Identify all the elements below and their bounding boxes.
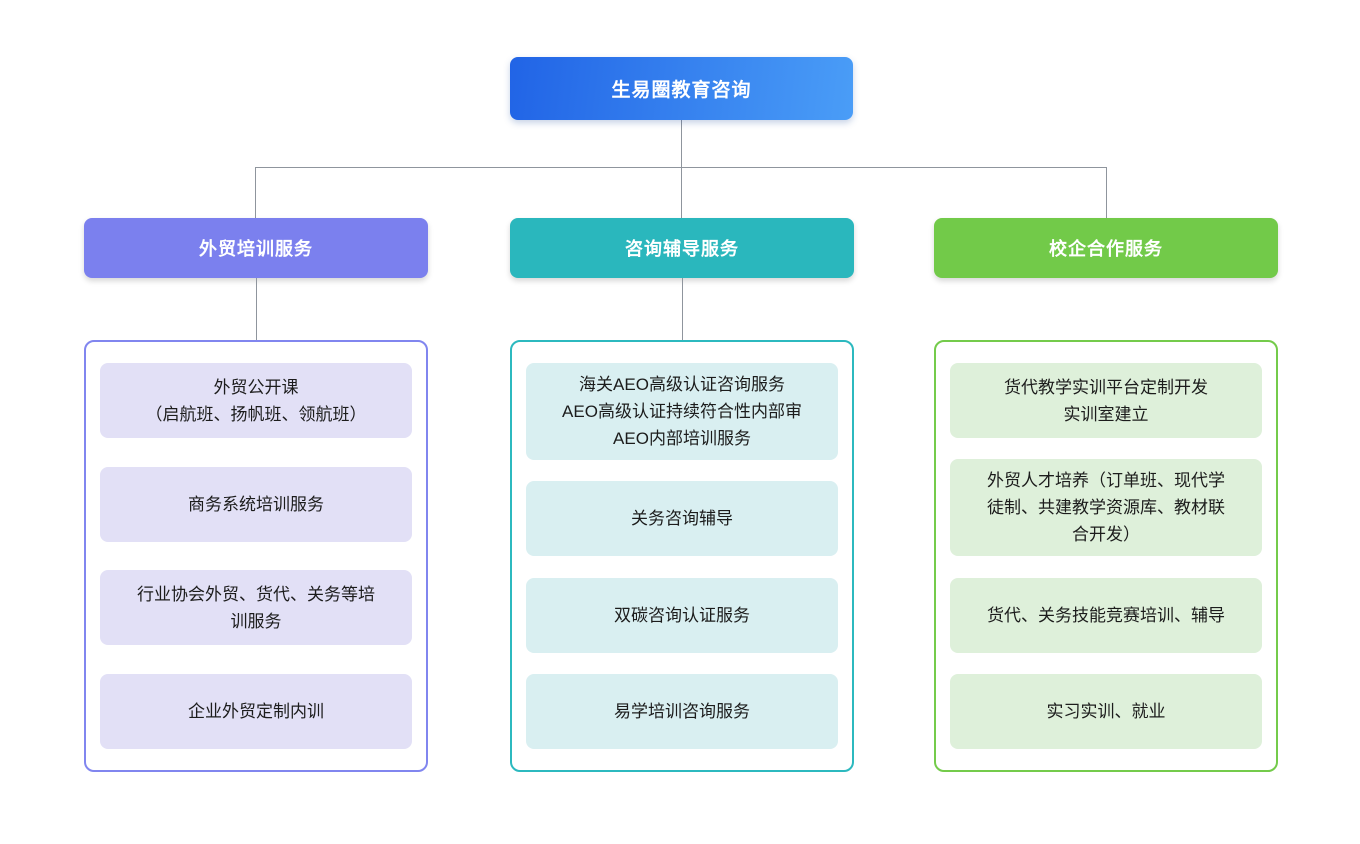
branch-header-label: 外贸培训服务 — [199, 239, 313, 259]
list-item: 外贸公开课 （启航班、扬帆班、领航班） — [100, 363, 412, 438]
connector-drop-right — [1106, 167, 1107, 218]
branch-trade-training-header: 外贸培训服务 — [84, 218, 428, 278]
branch-consulting: 咨询辅导服务 海关AEO高级认证咨询服务 AEO高级认证持续符合性内部审 AEO… — [510, 218, 854, 772]
root-node-label: 生易圈教育咨询 — [611, 80, 752, 101]
connector-root-vertical — [681, 120, 682, 168]
list-item: 外贸人才培养（订单班、现代学 徒制、共建教学资源库、教材联 合开发） — [950, 459, 1262, 557]
list-item: 双碳咨询认证服务 — [526, 577, 838, 653]
branch-header-label: 咨询辅导服务 — [625, 239, 739, 259]
connector-header-stub-left — [256, 278, 257, 340]
connector-header-stub-center — [682, 278, 683, 340]
branch-trade-training-group: 外贸公开课 （启航班、扬帆班、领航班） 商务系统培训服务 行业协会外贸、货代、关… — [84, 340, 428, 772]
list-item: 实习实训、就业 — [950, 673, 1262, 749]
branch-consulting-group: 海关AEO高级认证咨询服务 AEO高级认证持续符合性内部审 AEO内部培训服务 … — [510, 340, 854, 772]
list-item: 企业外贸定制内训 — [100, 673, 412, 749]
branch-consulting-header: 咨询辅导服务 — [510, 218, 854, 278]
connector-drop-left — [255, 167, 256, 218]
list-item: 货代、关务技能竞赛培训、辅导 — [950, 577, 1262, 653]
list-item: 海关AEO高级认证咨询服务 AEO高级认证持续符合性内部审 AEO内部培训服务 — [526, 363, 838, 460]
list-item: 商务系统培训服务 — [100, 466, 412, 542]
branch-school-enterprise-header: 校企合作服务 — [934, 218, 1278, 278]
list-item: 货代教学实训平台定制开发 实训室建立 — [950, 363, 1262, 438]
list-item: 关务咨询辅导 — [526, 481, 838, 557]
branch-school-enterprise: 校企合作服务 货代教学实训平台定制开发 实训室建立 外贸人才培养（订单班、现代学… — [934, 218, 1278, 772]
branch-trade-training: 外贸培训服务 外贸公开课 （启航班、扬帆班、领航班） 商务系统培训服务 行业协会… — [84, 218, 428, 772]
connector-drop-center — [681, 167, 682, 218]
branch-school-enterprise-group: 货代教学实训平台定制开发 实训室建立 外贸人才培养（订单班、现代学 徒制、共建教… — [934, 340, 1278, 772]
branch-header-label: 校企合作服务 — [1049, 239, 1163, 259]
root-node: 生易圈教育咨询 — [510, 57, 853, 120]
connector-horizontal — [255, 167, 1106, 168]
list-item: 行业协会外贸、货代、关务等培 训服务 — [100, 570, 412, 646]
list-item: 易学培训咨询服务 — [526, 673, 838, 749]
